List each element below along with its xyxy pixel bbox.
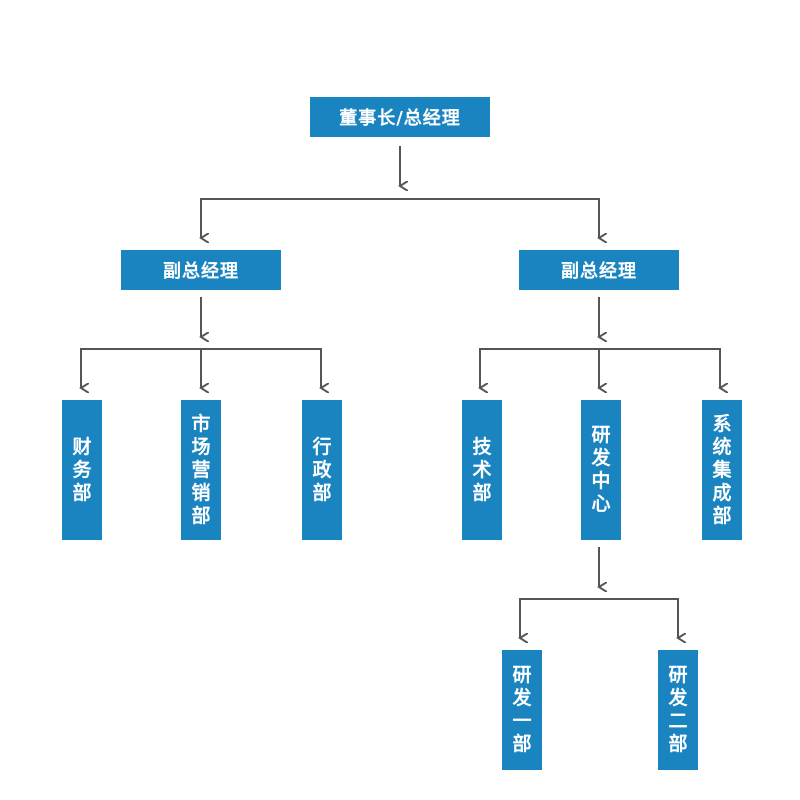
node-rnd-one: 研 发 一 部 [502, 650, 542, 770]
node-tech: 技 术 部 [462, 400, 502, 540]
node-rnd-two: 研 发 二 部 [658, 650, 698, 770]
node-admin: 行 政 部 [302, 400, 342, 540]
connector-rnd-branch [519, 598, 679, 638]
node-rnd-center: 研 发 中 心 [581, 400, 621, 540]
node-chairman: 董事长/总经理 [310, 97, 490, 137]
node-vp-right: 副总经理 [519, 250, 679, 290]
node-finance: 财 务 部 [62, 400, 102, 540]
node-vp-left: 副总经理 [121, 250, 281, 290]
connector-chairman-branch [200, 198, 600, 238]
node-sys-integration: 系 统 集 成 部 [702, 400, 742, 540]
node-marketing: 市 场 营 销 部 [181, 400, 221, 540]
